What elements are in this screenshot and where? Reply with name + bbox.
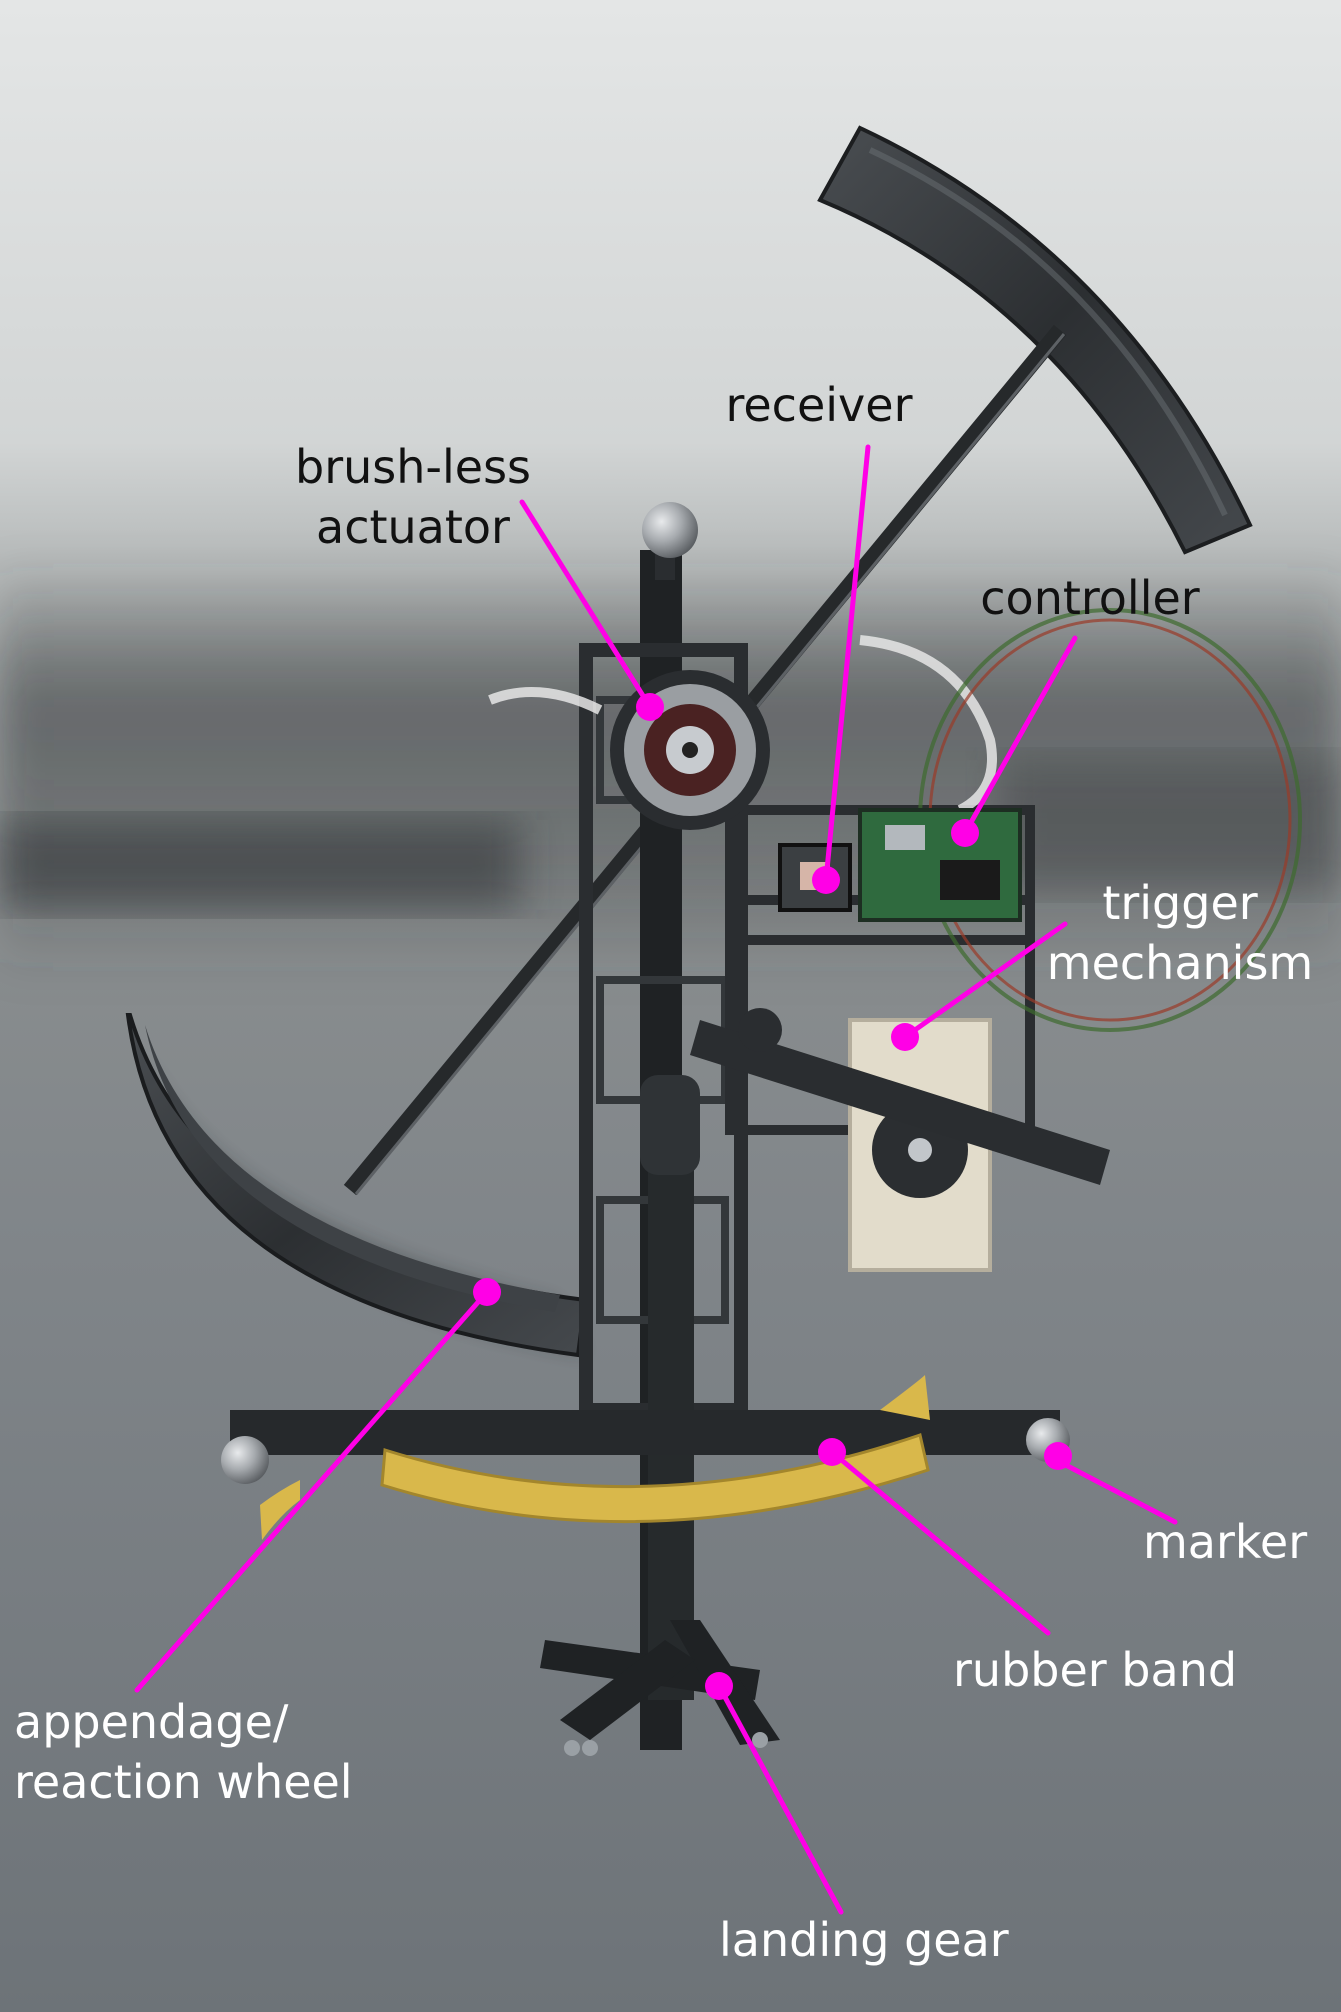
- label-marker-text: marker: [1143, 1515, 1308, 1569]
- label-brushless-line2: actuator: [316, 500, 510, 554]
- label-landing-gear-text: landing gear: [719, 1913, 1009, 1967]
- label-appendage-line2: reaction wheel: [14, 1755, 353, 1809]
- label-trigger-line2: mechanism: [1046, 936, 1314, 990]
- label-receiver-text: receiver: [725, 378, 913, 432]
- label-receiver: receiver: [714, 375, 924, 435]
- label-controller: controller: [960, 568, 1220, 628]
- label-appendage-line1: appendage/: [14, 1695, 289, 1749]
- label-trigger-line1: trigger: [1102, 876, 1258, 930]
- label-appendage-reaction-wheel: appendage/ reaction wheel: [14, 1692, 353, 1812]
- label-brushless-actuator: brush-less actuator: [268, 437, 558, 557]
- label-trigger-mechanism: trigger mechanism: [1030, 873, 1330, 993]
- label-brushless-line1: brush-less: [295, 440, 531, 494]
- label-landing-gear: landing gear: [719, 1910, 1009, 1970]
- label-rubber-band: rubber band: [953, 1640, 1237, 1700]
- label-rubber-band-text: rubber band: [953, 1643, 1238, 1697]
- label-marker: marker: [1143, 1512, 1307, 1572]
- label-controller-text: controller: [980, 571, 1200, 625]
